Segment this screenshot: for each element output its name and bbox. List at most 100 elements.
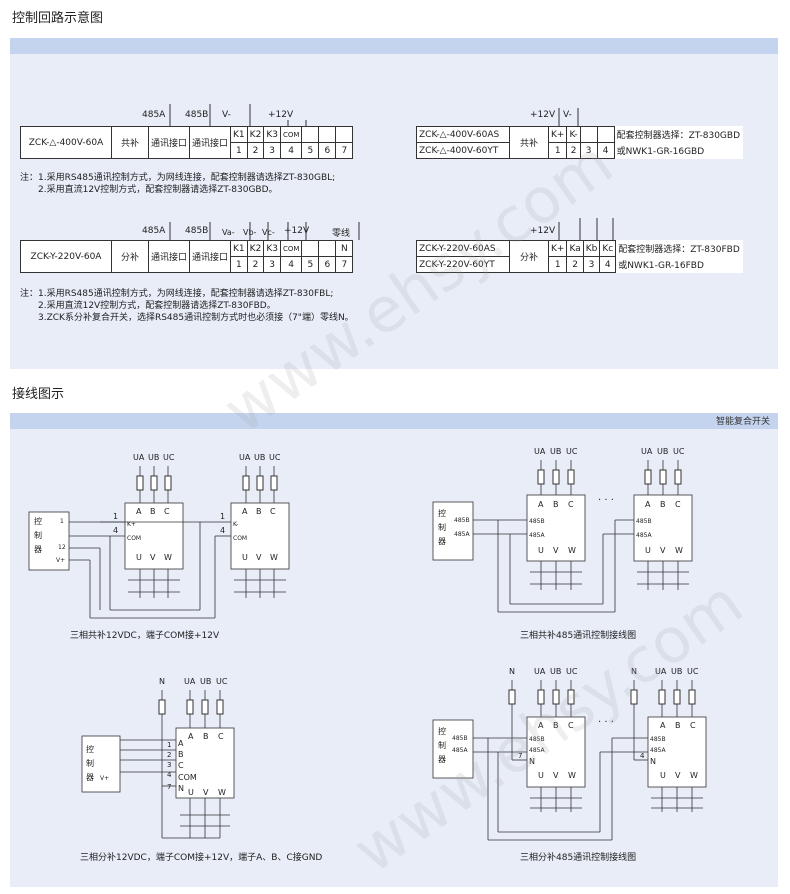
t2-label-12v: +12V [530,110,556,120]
d4-ctrl-485b: 485B [452,735,468,742]
d1-ctrl1: 控 [34,516,42,526]
t3-comm2: 通讯接口 [189,240,232,273]
d4-v: V [553,771,559,780]
d1-ctrl2: 制 [34,530,42,540]
d2-ctrl3: 器 [438,537,446,546]
t3-label-12v: +12V [284,226,310,236]
d2-b: B [553,500,559,509]
d1b-w: W [270,553,278,562]
t1-type: 共补 [111,126,149,159]
t2-n1: 1 [547,142,568,159]
t2-label-vminus: V- [563,110,572,120]
d2b-c: C [675,500,681,509]
d1-pin12: 12 [58,544,66,551]
notes2-line2: 2.采用直流12V控制方式，配套控制器请选择ZT-830FBD。 [38,301,276,311]
d4-ub: UB [550,667,561,676]
t4-ctrl-b: 或NWK1-GR-16FBD [618,261,704,271]
d3-v: V [203,788,209,797]
t2-n2: 2 [566,142,581,159]
notes1-line2: 2.采用直流12V控制方式，配套控制器请选择ZT-830GBD。 [38,185,278,195]
d2-ua: UA [534,447,546,456]
t2-n3: 3 [579,142,598,159]
d1-ua: UA [133,453,145,462]
d1b-b: B [256,507,262,516]
notes1-line1: 注：1.采用RS485通讯控制方式，为网线连接，配套控制器请选择ZT-830GB… [20,173,336,183]
d3-ub: UB [200,677,211,686]
d1b-v: V [256,553,262,562]
d2-c: C [568,500,574,509]
spec-table-2: ZCK-△-400V-60AS 共补 K+ K- 配套控制器选择：ZT-830G… [416,126,744,159]
t1-n7: 7 [335,142,354,159]
d4-dots: · · · [598,717,614,728]
caption-common-12v: 三相共补12VDC，端子COM接+12V [70,631,220,641]
t2-model-b: ZCK-△-400V-60YT [416,142,510,159]
d2b-485a: 485A [636,532,652,539]
d1-kplus: K+ [127,521,136,528]
d2b-u: U [645,546,651,555]
d3-a-top: A [188,732,194,741]
d1-wire4: 4 [113,526,118,535]
d2b-ub: UB [657,447,668,456]
d3-wire3: 3 [167,761,171,769]
d4-nterm: N [529,757,535,766]
t3-label-485b: 485B [185,226,209,236]
t2-ctrl-b: 或NWK1-GR-16GBD [616,147,705,157]
t3-label-vb: Vb- [243,228,257,237]
d1b-uc: UC [269,453,281,462]
control-section-panel [10,54,778,369]
wiring-section-title: 接线图示 [12,387,65,402]
t3-label-va: Va- [222,228,235,237]
t1-model: ZCK-△-400V-60A [20,126,112,159]
d2-ctrl-485b: 485B [454,517,470,524]
d2b-w: W [675,546,683,555]
t3-label-zero: 零线 [332,229,351,239]
d1-a: A [136,507,142,516]
d3-nterm: N [178,784,184,793]
d3-wire4: 4 [167,771,172,779]
d2-dots: · · · [598,495,614,506]
d1b-wire1: 1 [220,512,225,521]
d2b-485b: 485B [636,518,652,525]
d2-w: W [568,546,576,555]
d4-wire7: 7 [518,752,522,760]
d1b-ub: UB [254,453,265,462]
d3-ua: UA [184,677,196,686]
d2-ctrl1: 控 [438,508,446,518]
d2-v: V [553,546,559,555]
d1-b: B [150,507,156,516]
d3-ctrl1: 控 [86,744,94,754]
d2-485b: 485B [529,518,545,525]
t4-n1: 1 [547,256,568,273]
d3-com: COM [178,773,197,782]
d1-c: C [164,507,170,516]
d4-ctrl2: 制 [438,740,446,750]
d4b-c: C [690,721,696,730]
d3-b-top: B [203,732,209,741]
t1-n1: 1 [230,142,248,159]
d3-wire7: 7 [167,783,171,791]
d2b-ua: UA [641,447,653,456]
t3-label-vc: Vc- [262,228,275,237]
d4b-u: U [660,771,666,780]
d4b-n: N [631,667,637,676]
d3-c-top: C [218,732,224,741]
d4-w: W [568,771,576,780]
d4-a: A [538,721,544,730]
wiring-bar-label: 智能复合开关 [715,417,770,427]
d1b-kminus: K- [233,521,238,528]
t4-n4: 4 [599,256,617,273]
t2-type: 共补 [509,126,549,159]
d4b-wire4: 4 [640,752,645,760]
spec-table-4: ZCK-Y-220V-60AS 分补 K+ Ka Kb Kc 配套控制器选择：Z… [416,240,743,273]
d4b-v: V [675,771,681,780]
notes2-line3: 3.ZCK系分补复合开关，选择RS485通讯控制方式时也必须接（7"端）零线N。 [38,313,354,323]
t3-type: 分补 [111,240,149,273]
t3-comm1: 通讯接口 [147,240,191,273]
d3-w: W [218,788,226,797]
d4-b: B [553,721,559,730]
caption-split-485: 三相分补485通讯控制接线图 [520,853,637,863]
d4b-w: W [690,771,698,780]
d3-a: A [178,739,184,748]
t3-n4: 4 [279,256,303,273]
spec-table-3: ZCK-Y-220V-60A 分补 通讯接口 通讯接口 K1 K2 K3 COM… [20,240,354,273]
